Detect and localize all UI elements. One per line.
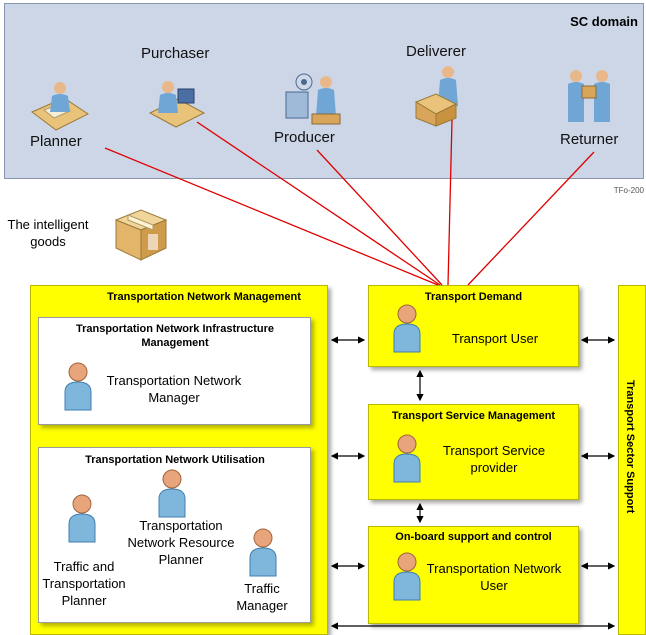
transport-demand-title: Transport Demand (424, 291, 523, 303)
role-label-deliverer: Deliverer (406, 43, 467, 60)
deliverer-icon (414, 66, 458, 127)
infra-title: Transportation Network Infrastructure Ma… (75, 323, 275, 349)
producer-icon (285, 73, 341, 125)
person-icon (64, 362, 92, 411)
person-icon (249, 528, 277, 577)
actor-service-provider: Transport Service provider (442, 443, 546, 475)
role-label-returner: Returner (560, 131, 619, 148)
actor-network-manager: Transportation Network Manager (106, 373, 242, 405)
reference-code: TFo-200 (613, 186, 644, 195)
person-icon (393, 434, 421, 483)
person-icon (393, 304, 421, 353)
actor-traffic-planner: Traffic and Transportation Planner (42, 559, 126, 608)
onboard-title: On-board support and control (395, 531, 552, 543)
role-label-purchaser: Purchaser (141, 45, 210, 62)
util-title: Transportation Network Utilisation (85, 454, 265, 466)
purchaser-icon (148, 81, 206, 128)
package-icon (114, 209, 168, 261)
planner-icon (31, 82, 89, 131)
tsm-title: Transport Service Management (391, 410, 556, 422)
goods-label: The intelligent goods (7, 217, 89, 249)
sector-support-title: Transport Sector Support (624, 380, 636, 514)
actor-transport-user: Transport User (451, 331, 539, 346)
actor-resource-planner: Transportation Network Resource Planner (127, 518, 235, 567)
person-icon (393, 552, 421, 601)
person-icon (68, 494, 96, 543)
role-label-producer: Producer (274, 129, 335, 146)
actor-traffic-manager: Traffic Manager (236, 581, 288, 613)
sc-domain-title: SC domain (570, 14, 638, 29)
actor-network-user: Transportation Network User (426, 561, 562, 593)
tnm-title: Transportation Network Management (107, 291, 301, 303)
returner-icon (568, 70, 610, 122)
role-label-planner: Planner (30, 133, 82, 150)
person-icon (158, 469, 186, 518)
